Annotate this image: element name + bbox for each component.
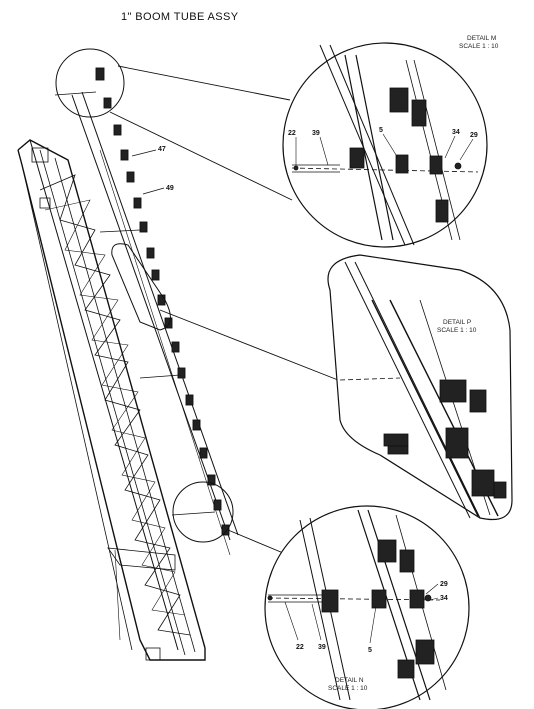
detail-p-label: DETAIL P: [443, 319, 471, 326]
detail-p-scale: SCALE 1 : 10: [437, 327, 477, 334]
callout-49: 49: [166, 185, 174, 192]
detail-m-scale: SCALE 1 : 10: [459, 43, 499, 50]
nozzle-body-row: [95, 67, 230, 536]
detail-n-callouts: 29 34 22 39 5: [284, 581, 448, 654]
callout-n-5: 5: [368, 647, 372, 654]
detail-p-marker: [111, 243, 171, 331]
callout-m-29: 29: [470, 132, 478, 139]
detail-m-marker: [55, 48, 125, 118]
boom-truss-frame: [17, 139, 206, 661]
callout-m-34: 34: [452, 129, 460, 136]
detail-m-view: DETAIL M SCALE 1 : 10 22 39 5: [282, 35, 499, 248]
detail-n-view: DETAIL N SCALE 1 : 10 29 34 22: [264, 505, 470, 709]
callout-m-22: 22: [288, 130, 296, 137]
callout-m-39: 39: [312, 130, 320, 137]
callout-n-34: 34: [440, 595, 448, 602]
detail-p-view: DETAIL P SCALE 1 : 10: [327, 254, 513, 521]
boom-tube-pair: [71, 91, 239, 556]
callout-n-29: 29: [440, 581, 448, 588]
callout-n-39: 39: [318, 644, 326, 651]
feed-hose-stubs: [54, 91, 216, 516]
callout-m-5: 5: [379, 127, 383, 134]
drawing-title: 1" BOOM TUBE ASSY: [121, 11, 239, 23]
main-callouts: 47 49: [131, 146, 174, 195]
callout-n-22: 22: [296, 644, 304, 651]
detail-leader-lines: [109, 65, 339, 561]
detail-n-label: DETAIL N: [335, 677, 364, 684]
callout-47: 47: [158, 146, 166, 153]
detail-n-marker: [172, 481, 234, 543]
detail-m-callouts: 22 39 5 34 29: [288, 127, 478, 166]
detail-m-label: DETAIL M: [467, 35, 496, 42]
